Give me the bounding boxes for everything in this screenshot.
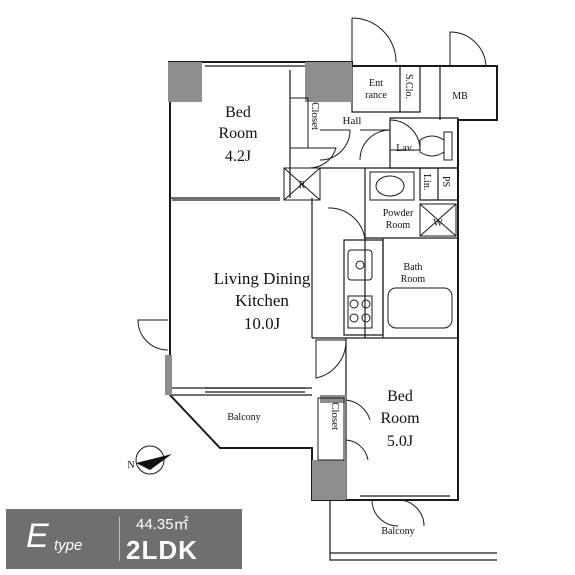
door-balcony-lower [371,499,425,527]
door-powder [327,207,366,241]
door-balcony-left [137,319,169,351]
wall-sclo [399,66,421,113]
banner-divider [119,517,120,561]
ps-label: PS [440,176,451,187]
shoe-closet-label: S.Clo. [403,74,414,99]
bed-room-1-size: 4.2J [225,148,251,165]
door-mb [449,31,487,67]
balcony-1-label: Balcony [227,412,260,423]
burner [361,299,371,309]
wall-block [168,62,202,102]
door-bed2 [315,339,347,379]
burner [349,313,359,323]
linen-label: Lin. [421,174,432,190]
stove [347,295,373,329]
unit-type-letter: E [26,517,49,555]
washer-label: W [433,218,443,229]
ldk-label: Living Dining [214,269,311,288]
powder-room-label2: Room [386,220,411,231]
bath-room-label2: Room [401,274,426,285]
wall-lin-ps [419,168,458,201]
washer-box [419,203,457,237]
bed-room-1-label: Bed [225,104,251,121]
burner [349,299,359,309]
powder-room-label: Powder [383,208,414,219]
wall-entrance [351,66,400,113]
unit-layout: 2LDK [126,535,198,565]
wall-block [165,355,172,395]
bed-room-2-label2: Room [380,410,420,427]
closet-bed2 [317,397,345,461]
powder-sink [375,175,405,197]
burner [361,313,371,323]
balcony-2-label: Balcony [381,526,414,537]
refrigerator-label: R [299,180,306,191]
toilet-tank [443,131,453,161]
closet-bed1 [289,97,309,149]
window-bed2 [360,495,450,501]
door-entrance [351,17,397,63]
toilet [419,135,445,157]
door-bed1 [319,129,351,161]
wall-lav [389,117,459,169]
balcony-lower [329,500,497,561]
wall-block [320,395,346,403]
door-hall [359,129,391,161]
mb-label: MB [452,91,468,102]
compass-icon [135,445,172,475]
refrigerator-cross [283,167,321,201]
entrance-label: Ent [369,78,383,89]
sink-drain [355,260,365,270]
window-balcony [205,387,305,393]
unit-type-suffix: type [54,537,83,554]
powder-counter [369,171,415,201]
compass-north-label: N [127,460,134,471]
entrance-label2: rance [365,90,387,101]
ldk-label2: Kitchen [235,291,289,310]
ldk-size: 10.0J [244,314,281,333]
closet-2-label: Closet [329,402,341,430]
kitchen-sink [347,249,373,281]
hall-label: Hall [343,115,362,127]
wall-kitchen-counter [343,239,384,336]
wall-block [312,460,346,500]
window-bed1 [205,61,305,67]
bathtub [387,287,453,329]
washer-cross [419,203,457,237]
refrigerator-box [283,167,321,201]
lav-label: Lav. [396,143,413,154]
bed-room-2-size: 5.0J [387,433,413,450]
bed-room-2-label: Bed [387,388,413,405]
bath-room-label: Bath [404,262,423,273]
unit-area: 44.35㎡ [136,516,189,533]
closet-1-label: Closet [309,102,321,130]
wall-block [305,62,352,102]
bed-room-1-label2: Room [218,125,258,142]
door-bed2-closet [345,399,371,461]
unit-type-banner: E type 44.35㎡ 2LDK [6,509,242,569]
